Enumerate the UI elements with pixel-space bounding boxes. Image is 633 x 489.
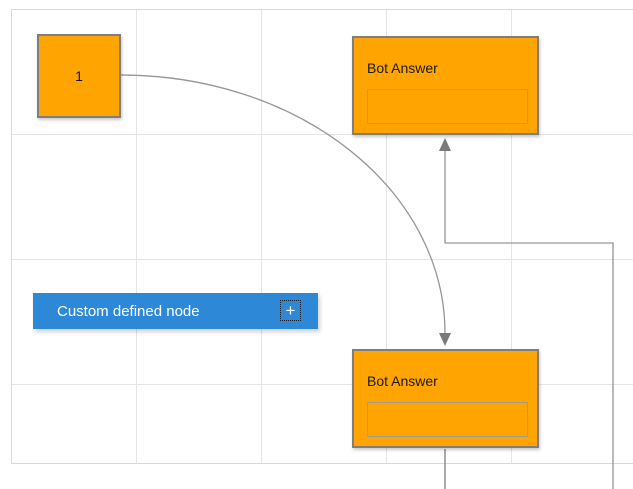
arrowhead-down-icon: [439, 333, 451, 346]
arrowhead-up-icon: [439, 138, 451, 151]
grid-boundary: [10, 8, 633, 465]
bot-answer-field[interactable]: [367, 402, 528, 437]
connector-curved[interactable]: [120, 74, 451, 346]
custom-node-label: Custom defined node: [57, 302, 200, 320]
connector-orthogonal[interactable]: [439, 138, 614, 489]
bot-answer-title: Bot Answer: [367, 60, 438, 76]
custom-defined-node[interactable]: Custom defined node +: [33, 293, 318, 329]
start-node[interactable]: 1: [37, 34, 121, 118]
bot-answer-node-top[interactable]: Bot Answer: [352, 36, 539, 135]
plus-icon: +: [285, 301, 296, 320]
bot-answer-node-bottom[interactable]: Bot Answer: [352, 349, 539, 448]
start-node-label: 1: [75, 68, 83, 84]
bot-answer-field[interactable]: [367, 89, 528, 124]
bot-answer-title: Bot Answer: [367, 373, 438, 389]
add-node-button[interactable]: +: [280, 300, 301, 321]
